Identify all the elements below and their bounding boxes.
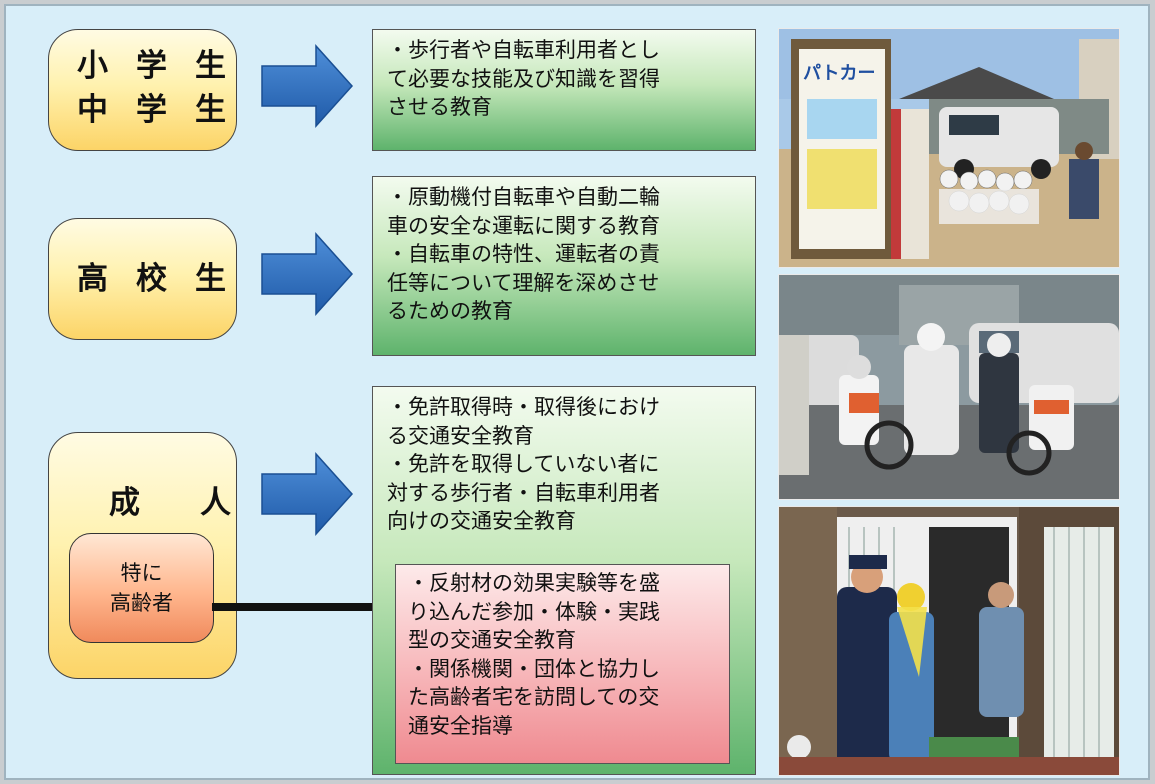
- education-line: 通安全指導: [408, 713, 513, 738]
- education-line: ・関係機関・団体と協力し: [408, 656, 660, 681]
- education-box-elderly: ・反射材の効果実験等を盛 り込んだ参加・体験・実践 型の交通安全教育 ・関係機関…: [395, 564, 730, 764]
- group-adult: 成人 特に 高齢者: [48, 432, 237, 679]
- education-line: ・自転車の特性、運転者の責: [387, 242, 660, 266]
- connector-arrow-icon: [212, 593, 398, 621]
- education-line: 向けの交通安全教育: [387, 509, 576, 533]
- education-line: る交通安全教育: [387, 423, 534, 448]
- photo-police-car-class: パトカー: [778, 28, 1120, 268]
- arrow-right-icon: [261, 452, 354, 536]
- education-line: た高齢者宅を訪問しての交: [408, 685, 660, 709]
- education-line: ・歩行者や自転車利用者とし: [387, 38, 660, 62]
- education-line: ・原動機付自転車や自動二輪: [387, 185, 660, 209]
- education-line: ・免許を取得していない者に: [387, 452, 660, 476]
- arrow-right-icon: [261, 44, 354, 128]
- education-box-elementary-junior: ・歩行者や自転車利用者とし て必要な技能及び知識を習得 させる教育: [372, 29, 756, 151]
- education-line: 対する歩行者・自転車利用者: [387, 480, 660, 505]
- sub-group-elderly: 特に 高齢者: [69, 533, 214, 643]
- education-line: 型の交通安全教育: [408, 628, 576, 652]
- education-line: るための教育: [387, 299, 513, 323]
- arrow-right-icon: [261, 232, 354, 316]
- education-line: り込んだ参加・体験・実践: [408, 599, 660, 624]
- group-elementary-junior: 小学生 中学生: [48, 29, 237, 151]
- group-label-elementary: 小学生: [77, 48, 254, 84]
- education-line: ・免許取得時・取得後におけ: [387, 395, 660, 419]
- group-label-junior: 中学生: [77, 92, 254, 128]
- education-line: させる教育: [387, 95, 492, 119]
- sub-group-label-line2: 高齢者: [110, 591, 173, 615]
- diagram-frame: 小学生 中学生 ・歩行者や自転車利用者とし て必要な技能及び知識を習得 させる教…: [4, 4, 1150, 780]
- group-high-school: 高校生: [48, 218, 237, 340]
- sub-group-label-line1: 特に: [120, 561, 163, 585]
- education-box-high-school: ・原動機付自転車や自動二輪 車の安全な運転に関する教育 ・自転車の特性、運転者の…: [372, 176, 756, 356]
- photo-motorcycle-training: [778, 274, 1120, 500]
- education-line: 車の安全な運転に関する教育: [387, 213, 660, 238]
- photo-sign-text: パトカー: [803, 63, 876, 84]
- education-line: 任等について理解を深めさせ: [387, 270, 660, 295]
- education-line: ・反射材の効果実験等を盛: [408, 571, 660, 595]
- group-label-high-school: 高校生: [77, 261, 254, 297]
- photo-home-visit: [778, 506, 1120, 776]
- group-label-adult: 成人: [109, 485, 291, 521]
- education-line: て必要な技能及び知識を習得: [387, 66, 660, 91]
